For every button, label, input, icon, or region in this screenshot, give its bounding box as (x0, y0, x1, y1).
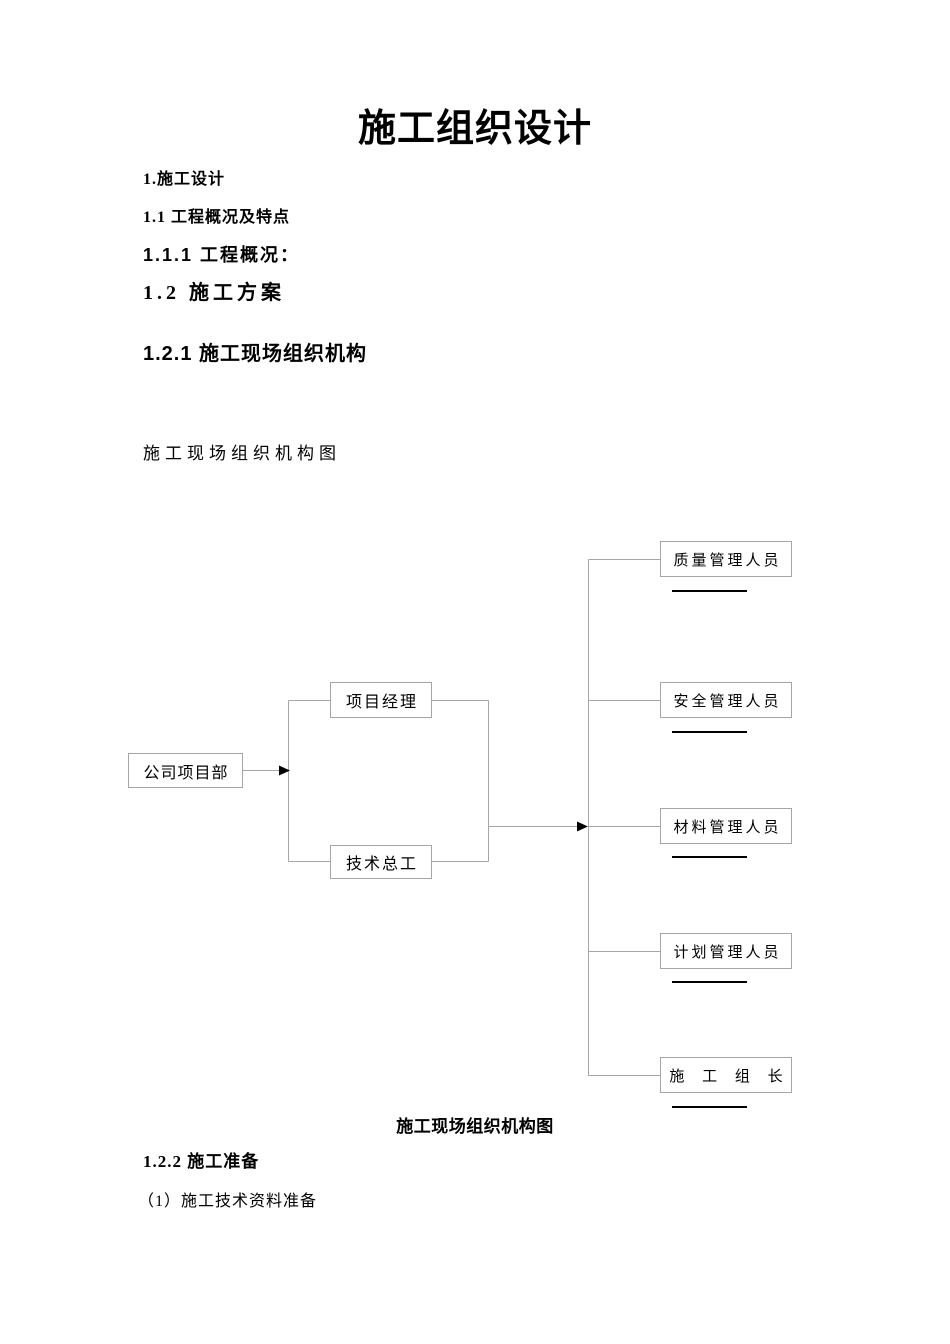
chart-lead-in-text: 施工现场组织机构图 (143, 444, 341, 463)
heading-1-2: 1.2 施工方案 (143, 282, 285, 304)
name-underline (672, 1106, 747, 1108)
name-underline (672, 590, 747, 592)
heading-1-1: 1.1 工程概况及特点 (143, 209, 291, 226)
org-box-crew-leader: 施 工 组 长 (660, 1057, 792, 1093)
arrowhead-right-icon (577, 821, 588, 832)
org-box-label: 质量管理人员 (673, 552, 782, 569)
heading-1-2-2: 1.2.2 施工准备 (143, 1152, 260, 1171)
name-underline (672, 981, 747, 983)
document-title: 施工组织设计 (357, 108, 592, 150)
org-box-label: 项目经理 (345, 694, 418, 711)
heading-1-2-1: 1.2.1 施工现场组织机构 (143, 343, 368, 365)
org-box-planning-staff: 计划管理人员 (660, 933, 792, 969)
arrowhead-right-icon (279, 765, 290, 776)
name-underline (672, 731, 747, 733)
org-box-label: 技术总工 (345, 856, 418, 873)
heading-1-1-1: 1.1.1 工程概况： (143, 245, 301, 265)
org-box-label: 材料管理人员 (673, 819, 782, 836)
org-box-material-staff: 材料管理人员 (660, 808, 792, 844)
org-box-quality-staff: 质量管理人员 (660, 541, 792, 577)
name-underline (672, 856, 747, 858)
connector-lines-group (243, 559, 660, 1076)
org-box-project-manager: 项目经理 (330, 682, 432, 718)
chart-caption: 施工现场组织机构图 (396, 1117, 554, 1136)
org-box-label: 公司项目部 (143, 764, 229, 782)
arrowheads-group (279, 765, 588, 832)
org-box-label: 施 工 组 长 (669, 1068, 786, 1085)
org-box-chief-engineer: 技术总工 (330, 845, 432, 879)
heading-1: 1.施工设计 (143, 171, 226, 188)
org-box-label: 安全管理人员 (673, 693, 782, 710)
prep-item-text: （1）施工技术资料准备 (138, 1193, 318, 1210)
org-box-company: 公司项目部 (128, 753, 243, 788)
org-box-label: 计划管理人员 (673, 944, 782, 961)
org-box-safety-staff: 安全管理人员 (660, 682, 792, 718)
